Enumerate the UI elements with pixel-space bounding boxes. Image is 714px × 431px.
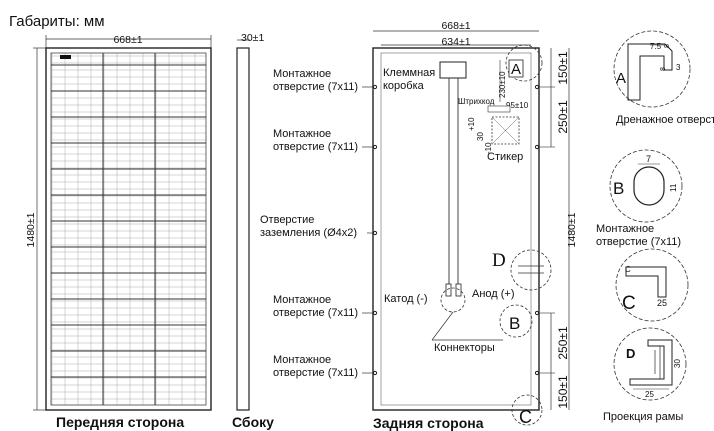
mount-hole-icon — [534, 144, 540, 150]
barcode-dim-95: 95±10 — [506, 101, 529, 110]
dim-150-bottom: 150±1 — [556, 375, 570, 409]
detail-c-letter: C — [622, 293, 636, 314]
detail-a-letter: A — [616, 70, 626, 87]
detail-c-dim-25: 25 — [657, 298, 667, 308]
marker-a: A — [511, 61, 521, 78]
detail-b-label-line1: Монтажное — [596, 223, 654, 235]
ground-hole-icon — [372, 230, 378, 236]
mount-hole-1-line2: отверстие (7x11) — [273, 81, 358, 93]
side-frame — [236, 47, 250, 411]
detail-b-letter: B — [613, 179, 624, 198]
mount-hole-1-line1: Монтажное — [273, 68, 331, 80]
junction-box-line2: коробка — [383, 80, 425, 92]
detail-b-dim-11: 11 — [669, 183, 678, 192]
sticker-dim-30: 30 — [476, 132, 485, 141]
callout-labels: Монтажное отверстие (7x11) Монтажное отв… — [260, 68, 373, 379]
detail-b-dim-7: 7 — [646, 154, 651, 164]
marker-a-circle — [505, 44, 543, 82]
sticker-dim-plus: +10 — [467, 117, 476, 131]
marker-d: D — [492, 250, 506, 271]
mount-hole-3-line1: Монтажное — [273, 294, 331, 306]
page-title: Габариты: мм — [9, 13, 105, 30]
detail-c: C 25 C — [615, 248, 689, 322]
back-caption: Задняя сторона — [373, 415, 484, 431]
connectors-label: Коннекторы — [434, 342, 495, 354]
mount-hole-4-line2: отверстие (7x11) — [273, 367, 358, 379]
sticker-label: Стикер — [487, 151, 523, 163]
mount-hole-3-line2: отверстие (7x11) — [273, 307, 358, 319]
ground-hole-line2: заземления (Ø4x2) — [260, 227, 357, 239]
front-cell-grid — [50, 52, 207, 406]
marker-c: C — [519, 407, 532, 427]
front-label-strip — [60, 55, 71, 59]
mount-hole-2-line1: Монтажное — [273, 128, 331, 140]
connector-plus — [455, 283, 462, 297]
front-height-dim: 1480±1 — [25, 212, 37, 247]
marker-d-circle — [510, 249, 552, 291]
marker-b: B — [509, 314, 520, 333]
mount-hole-2-line2: отверстие (7x11) — [273, 141, 358, 153]
ground-hole-line1: Отверстие — [260, 214, 314, 226]
front-view: 668±1 1480±1 Передняя сторона — [25, 34, 212, 430]
back-width-outer-dim: 668±1 — [441, 20, 470, 32]
detail-a-dim-4: 3 — [676, 63, 681, 72]
detail-d-dim-30: 30 — [673, 359, 682, 368]
dim-150-top: 150±1 — [556, 51, 570, 85]
barcode-box — [487, 105, 511, 113]
anode-label: Анод (+) — [472, 288, 515, 300]
detail-a-dim-2: 8 — [664, 44, 671, 48]
barcode-label: Штрихкод — [458, 97, 495, 106]
barcode-dim-230: 230±10 — [498, 71, 507, 98]
side-view: 30±1 Сбоку — [232, 32, 274, 430]
mount-hole-icon — [534, 370, 540, 376]
detail-b-label-line2: отверстие (7x11) — [596, 236, 681, 248]
marker-b-circle — [499, 304, 533, 338]
detail-a-dim-1: 7.5 — [650, 42, 662, 51]
side-caption: Сбоку — [232, 414, 274, 430]
junction-box-line1: Клеммная — [383, 67, 435, 79]
mount-hole-icon — [372, 84, 378, 90]
mount-hole-4-line1: Монтажное — [273, 354, 331, 366]
junction-box — [439, 61, 467, 79]
detail-a-dim-3: 8 — [660, 67, 667, 71]
mount-hole-icon — [372, 370, 378, 376]
back-width-inner-dim: 634±1 — [441, 36, 470, 48]
detail-a: 7.5 8 8 3 A Дренажное отверстие — [613, 30, 714, 126]
dim-250-bottom: 250±1 — [556, 326, 570, 360]
connector-minus — [445, 283, 452, 297]
detail-d-label: Проекция рамы — [603, 411, 683, 423]
mount-hole-icon — [372, 310, 378, 316]
detail-d-dim-25: 25 — [645, 390, 654, 399]
marker-c-circle — [511, 394, 543, 426]
cathode-label: Катод (-) — [384, 293, 428, 305]
back-inner-frame — [380, 52, 532, 406]
mount-hole-icon — [534, 84, 540, 90]
detail-a-label: Дренажное отверстие — [616, 114, 714, 126]
back-view: 668±1 634±1 Клеммная коробка Катод (-) А… — [372, 20, 578, 431]
sticker-dim-minus: -10 — [484, 142, 493, 154]
detail-b: 7 11 B Монтажное отверстие (7x11) — [596, 149, 683, 248]
mount-hole-icon — [372, 144, 378, 150]
front-width-dim: 668±1 — [113, 34, 142, 46]
detail-d-letter: D — [626, 346, 635, 361]
detail-d: 25 30 D Проекция рамы — [603, 327, 687, 423]
back-height-dim: 1480±1 — [566, 212, 578, 247]
front-caption: Передняя сторона — [56, 414, 184, 430]
connector-circle — [440, 287, 466, 313]
back-frame — [372, 47, 540, 411]
dim-250-top: 250±1 — [556, 100, 570, 134]
mount-hole-icon — [534, 310, 540, 316]
detail-c-prefix: C — [625, 265, 631, 274]
side-thickness-dim: 30±1 — [241, 32, 264, 44]
